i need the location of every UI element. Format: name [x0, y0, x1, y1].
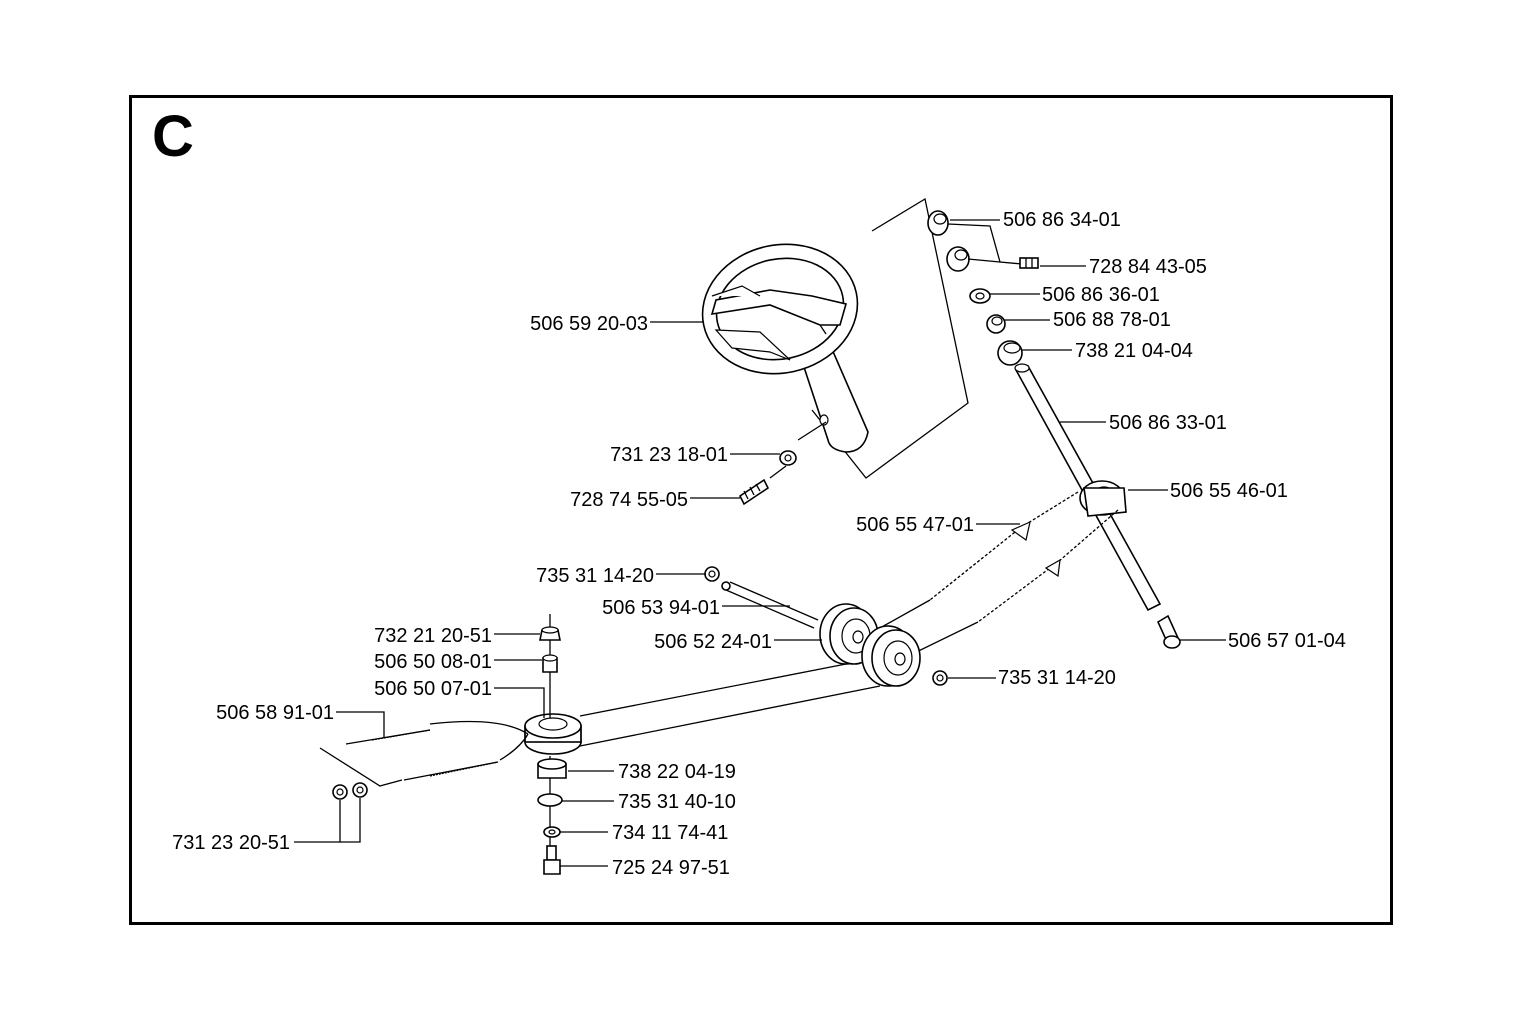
- part-label: 506 50 07-01: [374, 678, 492, 700]
- section-letter: C: [152, 104, 194, 169]
- part-label: 732 21 20-51: [374, 625, 492, 647]
- part-label: 731 23 20-51: [172, 832, 290, 854]
- part-label: 735 31 14-20: [536, 565, 654, 587]
- part-label: 738 21 04-04: [1075, 340, 1193, 362]
- part-label: 735 31 40-10: [618, 791, 736, 813]
- steering-wheel-drawing: [701, 197, 969, 479]
- part-label: 506 52 24-01: [654, 631, 772, 653]
- part-label: 728 84 43-05: [1089, 256, 1207, 278]
- part-label: 738 22 04-19: [618, 761, 736, 783]
- tie-rods-drawing: [319, 720, 529, 800]
- part-label: 506 55 46-01: [1170, 480, 1288, 502]
- part-label: 506 88 78-01: [1053, 309, 1171, 331]
- part-label: 728 74 55-05: [570, 489, 688, 511]
- part-label: 506 58 91-01: [216, 702, 334, 724]
- part-label: 734 11 74-41: [612, 822, 728, 844]
- lower-assembly-drawing: [524, 614, 881, 875]
- part-label: 506 86 36-01: [1042, 284, 1160, 306]
- part-label: 735 31 14-20: [998, 667, 1116, 689]
- pulleys-drawing: [704, 566, 948, 687]
- part-label: 506 55 47-01: [856, 514, 974, 536]
- part-label: 731 23 18-01: [610, 444, 728, 466]
- part-label: 506 50 08-01: [374, 651, 492, 673]
- part-label: 506 86 34-01: [1003, 209, 1121, 231]
- part-labels: 506 86 34-01 728 84 43-05 506 86 36-01 5…: [172, 209, 1346, 879]
- part-label: 725 24 97-51: [612, 857, 730, 879]
- leader-lines: [294, 219, 1226, 867]
- diagram-frame: [129, 95, 1393, 925]
- chain-sprocket-drawing: [879, 480, 1127, 661]
- part-label: 506 86 33-01: [1109, 412, 1227, 434]
- part-label: 506 53 94-01: [602, 597, 720, 619]
- part-label: 506 59 20-03: [530, 313, 648, 335]
- part-label: 506 57 01-04: [1228, 630, 1346, 652]
- wheel-nut-drawing: [738, 421, 827, 506]
